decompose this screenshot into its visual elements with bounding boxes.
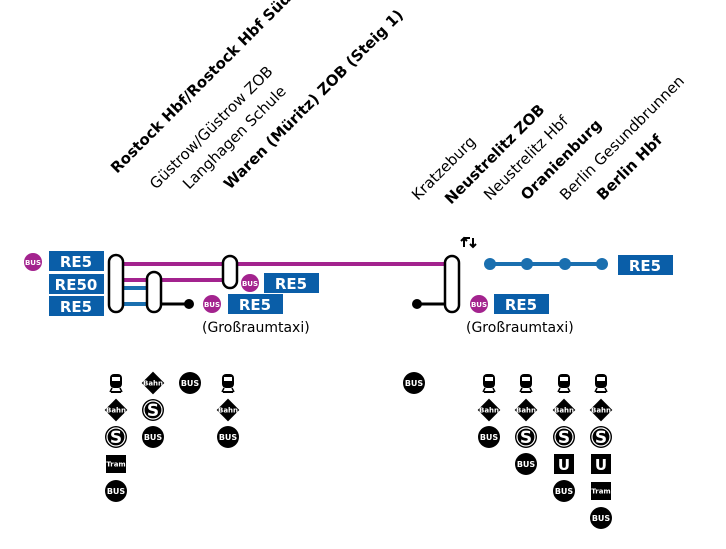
badge-re5-mid [264, 273, 319, 293]
bus-label: BUS [405, 379, 424, 388]
bahn-icon: Bahn [104, 398, 128, 422]
s-bahn-icon: S [515, 426, 537, 448]
train-icon [109, 374, 123, 393]
bus-label: BUS [219, 433, 238, 442]
s-bahn-icon: S [142, 399, 164, 421]
bus-icon: BUS [553, 480, 575, 502]
badge-re5-right [618, 255, 673, 275]
tram-label: Tram [591, 488, 610, 496]
badge-re5-taxi-left [228, 294, 283, 314]
capsule-guestrow [145, 270, 163, 314]
bahn-label: Bahn [516, 407, 536, 415]
u-bahn-icon: U [554, 454, 574, 474]
bus-icon: BUS [105, 480, 127, 502]
badge-re5-bottom [49, 296, 104, 316]
bus-label: BUS [107, 487, 126, 496]
train-icon [557, 374, 571, 393]
bus-label: BUS [471, 301, 487, 309]
stop-oranienburg [521, 258, 533, 270]
bahn-icon: Bahn [552, 398, 576, 422]
bus-label: BUS [517, 460, 536, 469]
bahn-icon: Bahn [589, 398, 613, 422]
u-label: U [595, 456, 607, 474]
capsule-langhagen [221, 254, 239, 290]
u-label: U [558, 456, 570, 474]
train-icon [482, 374, 496, 393]
route-lines [116, 258, 608, 309]
badge-re5-bottom-label: RE5 [60, 298, 92, 316]
badge-re5-mid-label: RE5 [275, 275, 307, 293]
stop-neustrelitz-hbf [484, 258, 496, 270]
line-badges: BUS RE5 RE50 RE5 BUS RE5 BUS RE5 BUS RE5… [24, 251, 673, 316]
bus-icon-mid [241, 274, 259, 292]
bus-label: BUS [555, 487, 574, 496]
bahn-label: Bahn [143, 380, 163, 388]
bus-icon: BUS [217, 426, 239, 448]
taxi-note-left: (Großraumtaxi) [202, 320, 310, 336]
bus-icon-taxi-right [470, 295, 488, 313]
bus-label: BUS [242, 280, 258, 288]
train-icon [221, 374, 235, 393]
tram-icon: Tram [591, 482, 611, 500]
bus-label: BUS [592, 514, 611, 523]
bus-icon: BUS [142, 426, 164, 448]
bus-icon-taxi-left [203, 295, 221, 313]
s-label: S [558, 428, 570, 448]
bahn-icon: Bahn [477, 398, 501, 422]
s-label: S [595, 428, 607, 448]
bahn-icon: Bahn [514, 398, 538, 422]
u-bahn-icon: U [591, 454, 611, 474]
s-bahn-icon: S [105, 426, 127, 448]
badge-re50-label: RE50 [55, 276, 98, 294]
bahn-label: Bahn [106, 407, 126, 415]
train-icon [594, 374, 608, 393]
tram-icon: Tram [106, 455, 126, 473]
s-label: S [520, 428, 532, 448]
bus-label: BUS [144, 433, 163, 442]
bus-label: BUS [480, 433, 499, 442]
taxi-right-stop [412, 299, 422, 309]
s-label: S [110, 428, 122, 448]
capsule-rostock [107, 253, 125, 314]
badge-re5-taxi-right [494, 294, 549, 314]
bus-icon: BUS [590, 507, 612, 529]
tram-label: Tram [106, 461, 125, 469]
train-icon [519, 374, 533, 393]
bus-label: BUS [25, 259, 41, 267]
badge-re5-top [49, 251, 104, 271]
bus-icon: BUS [179, 372, 201, 394]
bus-icon: BUS [478, 426, 500, 448]
stop-gesundbrunnen [559, 258, 571, 270]
transfer-arrows-icon [460, 236, 477, 249]
bus-icon: BUS [515, 453, 537, 475]
bahn-label: Bahn [218, 407, 238, 415]
s-label: S [147, 401, 159, 421]
bus-label: BUS [181, 379, 200, 388]
bahn-label: Bahn [479, 407, 499, 415]
bus-icon-top-left [24, 253, 42, 271]
badge-re5-taxi-left-label: RE5 [239, 296, 271, 314]
transfer-icons: BahnSTramBUSBahnSBUSBUSBahnBUSBUSBahnBUS… [104, 371, 613, 529]
bus-icon: BUS [403, 372, 425, 394]
station-capsules [107, 253, 461, 314]
s-bahn-icon: S [590, 426, 612, 448]
taxi-note-right: (Großraumtaxi) [466, 320, 574, 336]
station-labels: Rostock Hbf/Rostock Hbf Süd Güstrow/Güst… [107, 0, 688, 208]
stop-berlin-hbf [596, 258, 608, 270]
bahn-icon: Bahn [216, 398, 240, 422]
badge-re5-taxi-right-label: RE5 [505, 296, 537, 314]
bahn-label: Bahn [591, 407, 611, 415]
capsule-neustrelitz-zob [443, 254, 461, 314]
taxi-left-stop [184, 299, 194, 309]
badge-re5-right-label: RE5 [629, 257, 661, 275]
bahn-icon: Bahn [141, 371, 165, 395]
s-bahn-icon: S [553, 426, 575, 448]
badge-re50 [49, 274, 104, 294]
bus-label: BUS [204, 301, 220, 309]
bahn-label: Bahn [554, 407, 574, 415]
badge-re5-top-label: RE5 [60, 253, 92, 271]
